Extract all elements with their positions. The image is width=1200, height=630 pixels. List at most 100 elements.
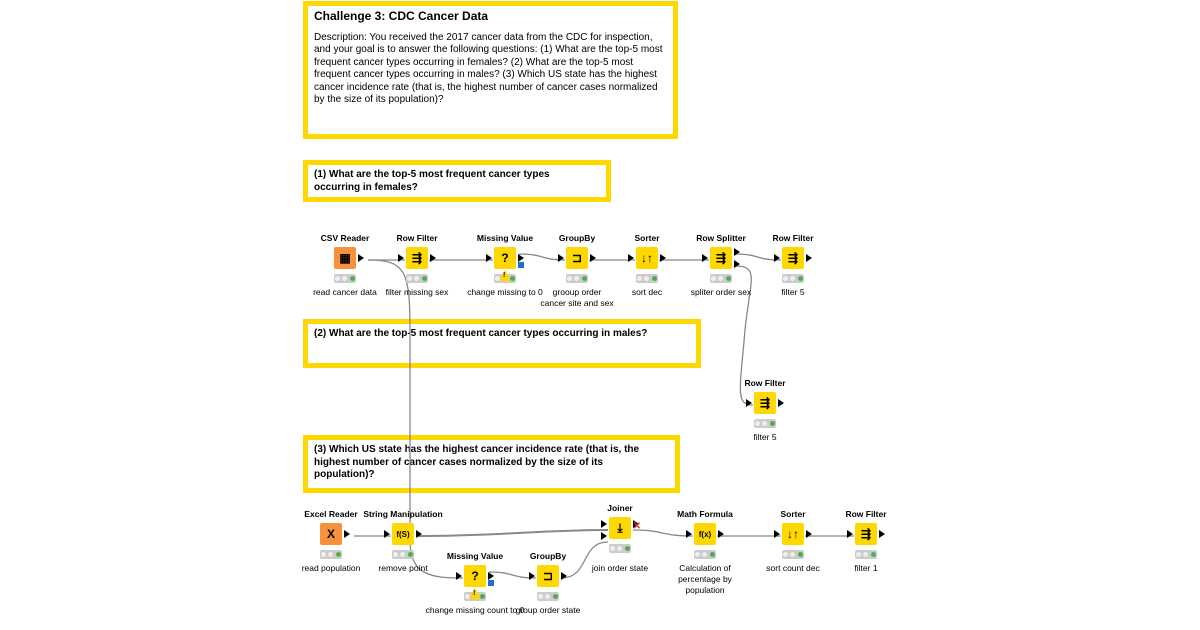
output-port[interactable] [430,254,436,262]
input-port[interactable] [456,572,462,580]
row-filter-icon[interactable]: ⇶ [774,247,812,269]
annotation-question-3[interactable]: (3) Which US state has the highest cance… [303,435,680,493]
warning-icon: ! [469,588,481,599]
model-port[interactable] [518,262,524,268]
input-port[interactable] [601,520,607,528]
node-title: Row Filter [744,378,786,388]
sorter-icon[interactable]: ↓↑ [628,247,666,269]
output-port[interactable] [488,572,494,580]
input-port[interactable] [774,254,780,262]
output-port[interactable] [734,248,740,256]
missing-value-icon[interactable]: ? [486,247,524,269]
missing-value-icon[interactable]: ? [456,565,494,587]
output-port[interactable] [416,530,422,538]
output-port[interactable] [718,530,724,538]
status-lights [566,274,588,283]
input-port[interactable] [601,532,607,540]
output-port[interactable] [806,254,812,262]
node-label[interactable]: change missing count to 0 [425,605,525,615]
math-formula-icon[interactable]: f(x) [686,523,724,545]
output-port[interactable] [518,254,524,262]
annotation-question-2[interactable]: (2) What are the top-5 most frequent can… [303,319,701,368]
row-filter-icon[interactable]: ⇶ [398,247,436,269]
input-port[interactable] [746,399,752,407]
output-port[interactable] [561,572,567,580]
node-row-filter[interactable]: Row Filter ⇶ filter 5 [733,233,853,298]
sorter-icon[interactable]: ↓↑ [774,523,812,545]
output-port[interactable] [879,530,885,538]
row-splitter-icon[interactable]: ⇶ [702,247,740,269]
node-label[interactable]: read cancer data [313,287,377,297]
row-filter-icon[interactable]: ⇶ [746,392,784,414]
node-row-filter[interactable]: Row Filter ⇶ filter missing sex [357,233,477,298]
output-port[interactable] [358,254,364,262]
status-lights [782,550,804,559]
node-string-manipulation[interactable]: String Manipulation f(S) remove point [343,509,463,574]
node-label[interactable]: read population [301,563,361,573]
node-sorter[interactable]: Sorter ↓↑ sort dec [587,233,707,298]
node-label[interactable]: grooup order cancer site and sex [540,287,614,308]
node-groupby[interactable]: GroupBy ⊐ grooup order cancer site and s… [517,233,637,309]
model-port[interactable] [488,580,494,586]
annotation-question-1[interactable]: (1) What are the top-5 most frequent can… [303,160,611,202]
node-glyph: f(S) [396,529,410,539]
input-port[interactable] [774,530,780,538]
output-port[interactable] [778,399,784,407]
node-label[interactable]: filter 5 [781,287,805,297]
groupby-icon[interactable]: ⊐ [558,247,596,269]
input-port[interactable] [686,530,692,538]
status-lights [694,550,716,559]
output-port[interactable] [633,520,639,528]
node-label[interactable]: remove point [378,563,428,573]
node-math-formula[interactable]: Math Formula f(x) Calculation of percent… [645,509,765,596]
node-label[interactable]: sort count dec [766,563,820,573]
input-port[interactable] [398,254,404,262]
node-title: Sorter [634,233,660,243]
node-missing-value[interactable]: Missing Value ? ! change missing to 0 [445,233,565,298]
input-port[interactable] [702,254,708,262]
status-lights [782,274,804,283]
node-joiner[interactable]: Joiner ⤓ ✕ join order state [560,503,680,574]
challenge-description: Description: You received the 2017 cance… [314,31,663,106]
excel-reader-icon[interactable]: X [320,523,350,545]
challenge-title: Challenge 3: CDC Cancer Data [314,9,489,23]
annotation-challenge[interactable]: Challenge 3: CDC Cancer Data Description… [303,1,678,139]
node-title: Excel Reader [304,509,358,519]
csv-reader-icon[interactable]: ▦ [334,247,364,269]
input-port[interactable] [558,254,564,262]
output-port[interactable] [734,260,740,268]
row-filter-icon[interactable]: ⇶ [847,523,885,545]
input-port[interactable] [628,254,634,262]
node-label[interactable]: Calculation of percentage by population [678,563,732,595]
output-port[interactable] [660,254,666,262]
node-groupby[interactable]: GroupBy ⊐ group order state [488,551,608,616]
node-label[interactable]: filter missing sex [385,287,449,297]
output-port[interactable] [344,530,350,538]
node-csv-reader[interactable]: CSV Reader ▦ read cancer data [285,233,405,298]
node-row-filter[interactable]: Row Filter ⇶ filter 5 [705,378,825,443]
input-port[interactable] [529,572,535,580]
node-glyph: ⊐ [571,251,583,265]
node-row-filter[interactable]: Row Filter ⇶ filter 1 [806,509,926,574]
input-port[interactable] [486,254,492,262]
groupby-icon[interactable]: ⊐ [529,565,567,587]
string-manipulation-icon[interactable]: f(S) [384,523,422,545]
node-label[interactable]: group order state [515,605,581,615]
input-port[interactable] [847,530,853,538]
node-label[interactable]: filter 1 [854,563,878,573]
node-label[interactable]: spliter order sex [690,287,752,297]
output-port[interactable] [590,254,596,262]
node-excel-reader[interactable]: Excel Reader X read population [271,509,391,574]
node-label[interactable]: join order state [591,563,649,573]
node-glyph: ⇶ [759,396,771,410]
node-label[interactable]: sort dec [631,287,663,297]
node-label[interactable]: change missing to 0 [467,287,543,297]
input-port[interactable] [384,530,390,538]
joiner-icon[interactable]: ⤓ ✕ [601,517,641,540]
node-sorter[interactable]: Sorter ↓↑ sort count dec [733,509,853,574]
node-glyph: ⊐ [542,569,554,583]
output-port[interactable] [806,530,812,538]
node-missing-value[interactable]: Missing Value ? ! change missing count t… [415,551,535,616]
node-row-splitter[interactable]: Row Splitter ⇶ spliter order sex [661,233,781,298]
node-label[interactable]: filter 5 [753,432,777,442]
